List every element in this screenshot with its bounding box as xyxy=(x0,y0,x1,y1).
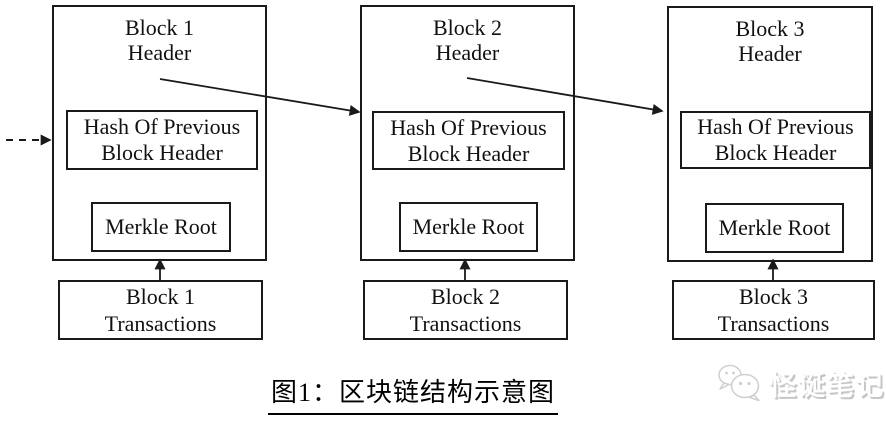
block-1-transactions-line2: Transactions xyxy=(104,311,217,336)
block-2-hash-box: Hash Of Previous Block Header xyxy=(372,111,565,170)
block-3-hash-box: Hash Of Previous Block Header xyxy=(680,111,871,169)
block-2-transactions-box: Block 2 Transactions xyxy=(363,280,568,340)
block-1-merkle-label: Merkle Root xyxy=(105,214,217,239)
watermark: 怪诞笔记 xyxy=(714,360,885,406)
watermark-label: 怪诞笔记 xyxy=(769,370,885,401)
block-2-header-line1: Block 2 xyxy=(432,15,503,40)
block-2-merkle-box: Merkle Root xyxy=(399,202,538,252)
block-1-merkle-box: Merkle Root xyxy=(91,202,231,252)
block-3-header-line2: Header xyxy=(738,41,802,66)
block-2-header-line2: Header xyxy=(435,40,500,65)
block-3-merkle-label: Merkle Root xyxy=(718,215,831,240)
block-2-container: Block 2 Header Hash Of Previous Block He… xyxy=(360,5,575,261)
block-2-hash-line1: Hash Of Previous xyxy=(390,114,547,140)
figure-caption: 图1：区块链结构示意图 xyxy=(0,372,826,415)
block-1-container: Block 1 Header Hash Of Previous Block He… xyxy=(52,5,267,261)
block-1-hash-box: Hash Of Previous Block Header xyxy=(66,110,258,170)
block-1-hash-line2: Block Header xyxy=(101,140,223,165)
block-3-header-line1: Block 3 xyxy=(735,16,805,41)
block-3-header-title: Block 3 Header xyxy=(669,16,871,66)
block-2-header-title: Block 2 Header xyxy=(362,15,573,65)
block-3-transactions-box: Block 3 Transactions xyxy=(672,280,875,340)
block-2-transactions-line2: Transactions xyxy=(409,311,522,336)
block-1-hash-line1: Hash Of Previous xyxy=(83,114,241,139)
block-1-header-line1: Block 1 xyxy=(124,15,195,40)
block-3-hash-line2: Block Header xyxy=(714,140,837,165)
block-3-transactions-line1: Block 3 xyxy=(738,284,809,309)
block-1-header-line2: Header xyxy=(127,40,192,65)
block-3-merkle-box: Merkle Root xyxy=(705,203,844,253)
block-3-container: Block 3 Header Hash Of Previous Block He… xyxy=(667,6,873,262)
block-1-transactions-box: Block 1 Transactions xyxy=(58,280,263,340)
block-1-transactions-line1: Block 1 xyxy=(125,284,196,309)
block-3-transactions-line2: Transactions xyxy=(717,311,830,336)
block-2-hash-line2: Block Header xyxy=(407,140,530,166)
figure-caption-text: 图1：区块链结构示意图 xyxy=(267,372,558,415)
wechat-bubbles-icon xyxy=(718,364,760,402)
block-1-header-title: Block 1 Header xyxy=(54,15,265,65)
block-2-transactions-line1: Block 2 xyxy=(430,284,501,309)
block-3-hash-line1: Hash Of Previous xyxy=(697,114,854,139)
block-2-merkle-label: Merkle Root xyxy=(412,214,525,239)
